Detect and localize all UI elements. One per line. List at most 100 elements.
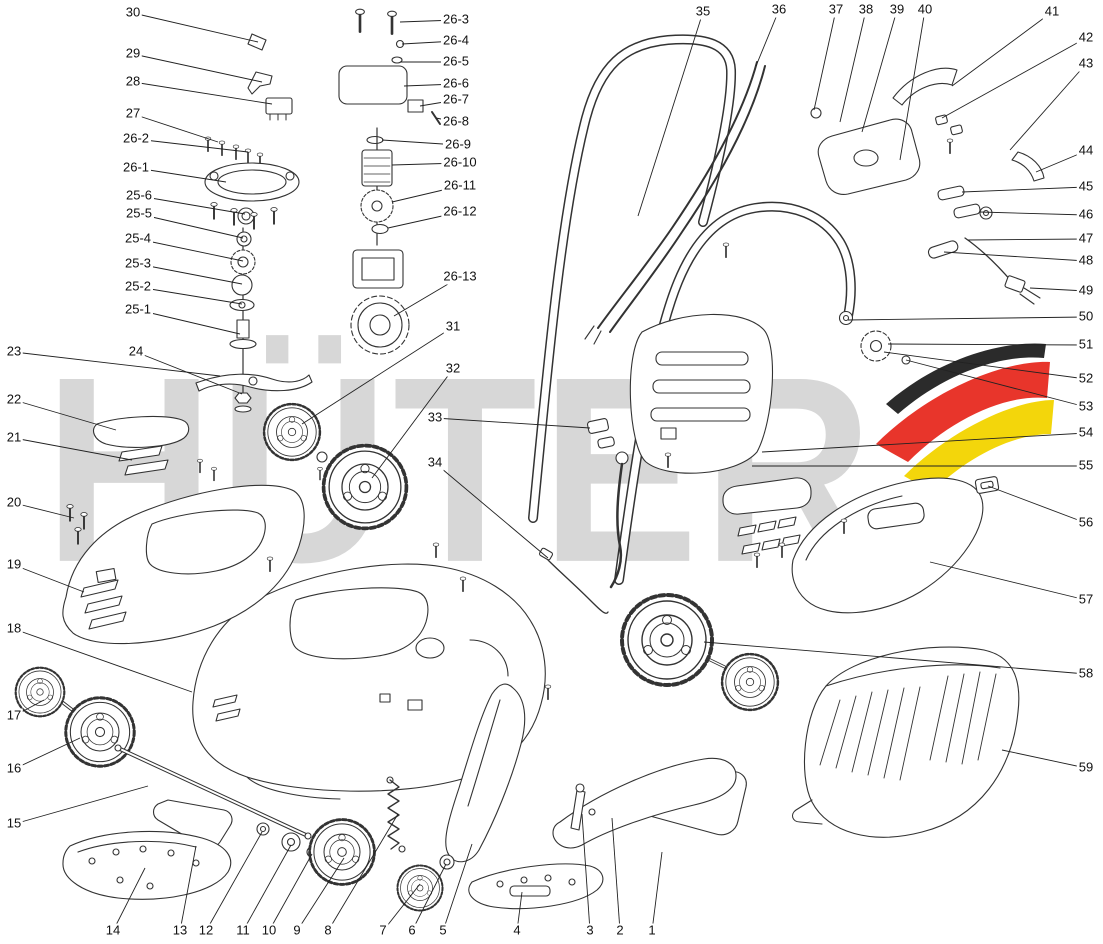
part-deck-cable — [538, 547, 609, 614]
part-switch-assembly — [810, 67, 963, 195]
callout-18: 18 — [4, 620, 24, 637]
leader-line-34 — [434, 462, 549, 559]
leader-line-24 — [135, 351, 243, 395]
part-top-housing — [204, 33, 300, 230]
callout-24: 24 — [126, 343, 146, 360]
flag-yellow — [904, 400, 1054, 492]
part-height-lever — [586, 418, 629, 589]
callout-12: 12 — [196, 922, 216, 939]
leader-line-6 — [411, 863, 447, 932]
leader-line-43 — [1009, 63, 1087, 151]
callout-26-7: 26-7 — [440, 91, 472, 108]
callout-27: 27 — [123, 105, 143, 122]
callout-31: 31 — [443, 318, 463, 335]
callout-53: 53 — [1076, 398, 1096, 415]
part-cord-connectors — [927, 151, 1045, 305]
leader-line-58 — [703, 641, 1087, 675]
leader-line-46 — [979, 211, 1087, 216]
callout-26-12: 26-12 — [441, 203, 479, 220]
callout-16: 16 — [4, 760, 24, 777]
leader-line-2 — [611, 817, 621, 932]
leader-line-15 — [13, 785, 149, 825]
callout-22: 22 — [4, 391, 24, 408]
part-rear-arm — [552, 757, 747, 849]
callout-34: 34 — [425, 454, 445, 471]
part-bottom-wheels — [256, 818, 444, 912]
callout-25-1: 25-1 — [122, 301, 154, 318]
callout-7: 7 — [377, 922, 389, 939]
callout-51: 51 — [1076, 336, 1096, 353]
part-motor-cover — [629, 313, 774, 474]
callout-26-4: 26-4 — [440, 32, 472, 49]
leader-line-37 — [813, 9, 837, 111]
callout-52: 52 — [1076, 370, 1096, 387]
leader-line-56 — [987, 485, 1087, 524]
leader-line-57 — [929, 561, 1087, 601]
callout-41: 41 — [1042, 3, 1062, 20]
callout-35: 35 — [693, 3, 713, 20]
leader-line-23 — [13, 351, 221, 377]
leader-line-45 — [961, 186, 1087, 193]
leader-line-54 — [761, 432, 1087, 453]
leader-line-26-2 — [135, 138, 249, 153]
part-rear-wheels — [620, 593, 780, 712]
callout-21: 21 — [4, 429, 24, 446]
leader-line-41 — [951, 11, 1053, 87]
part-motor-stack — [338, 7, 441, 355]
leader-line-52 — [883, 351, 1087, 380]
part-mid-wheels — [262, 402, 409, 531]
callout-44: 44 — [1076, 142, 1096, 159]
leader-line-16 — [13, 737, 81, 770]
part-handle-knob — [838, 310, 911, 365]
callout-26-10: 26-10 — [441, 154, 479, 171]
callout-50: 50 — [1076, 308, 1096, 325]
part-bottom-plate — [468, 863, 604, 910]
leader-line-3 — [581, 813, 591, 932]
callout-38: 38 — [856, 1, 876, 18]
part-power-cable — [584, 61, 766, 345]
leader-line-25-1 — [137, 309, 241, 335]
leader-line-21 — [13, 437, 133, 461]
callout-26-13: 26-13 — [441, 268, 479, 285]
leader-line-31 — [301, 326, 454, 425]
leader-line-40 — [899, 9, 926, 161]
leader-line-5 — [442, 843, 473, 932]
callout-2: 2 — [614, 922, 626, 939]
part-rear-bumper — [722, 477, 812, 555]
callout-47: 47 — [1076, 230, 1096, 247]
part-spring — [386, 776, 406, 853]
callout-15: 15 — [4, 815, 24, 832]
callout-1: 1 — [646, 922, 658, 939]
leader-line-50 — [847, 316, 1087, 321]
part-axle-rod — [114, 744, 312, 840]
leader-line-48 — [943, 251, 1087, 262]
callout-39: 39 — [887, 1, 907, 18]
leader-line-30 — [132, 12, 259, 43]
callout-59: 59 — [1076, 759, 1096, 776]
leader-line-7 — [382, 883, 421, 932]
callout-8: 8 — [322, 922, 334, 939]
callout-26-5: 26-5 — [440, 53, 472, 70]
leader-line-11 — [242, 844, 292, 932]
callout-13: 13 — [170, 922, 190, 939]
callout-26-3: 26-3 — [440, 11, 472, 28]
callout-26-1: 26-1 — [120, 159, 152, 176]
callout-14: 14 — [103, 922, 123, 939]
leader-line-1 — [651, 851, 663, 932]
callout-10: 10 — [259, 922, 279, 939]
callout-26-6: 26-6 — [440, 75, 472, 92]
part-blade-assembly — [195, 207, 313, 413]
callout-9: 9 — [291, 922, 303, 939]
callout-32: 32 — [443, 360, 463, 377]
leader-line-27 — [132, 113, 219, 143]
callout-25-5: 25-5 — [123, 205, 155, 222]
leader-line-47 — [967, 238, 1087, 241]
leader-line-18 — [13, 628, 193, 693]
leader-line-29 — [132, 53, 263, 83]
leader-line-9 — [296, 857, 345, 932]
part-clip — [974, 476, 1000, 494]
callout-30: 30 — [123, 4, 143, 21]
callout-17: 17 — [4, 707, 24, 724]
